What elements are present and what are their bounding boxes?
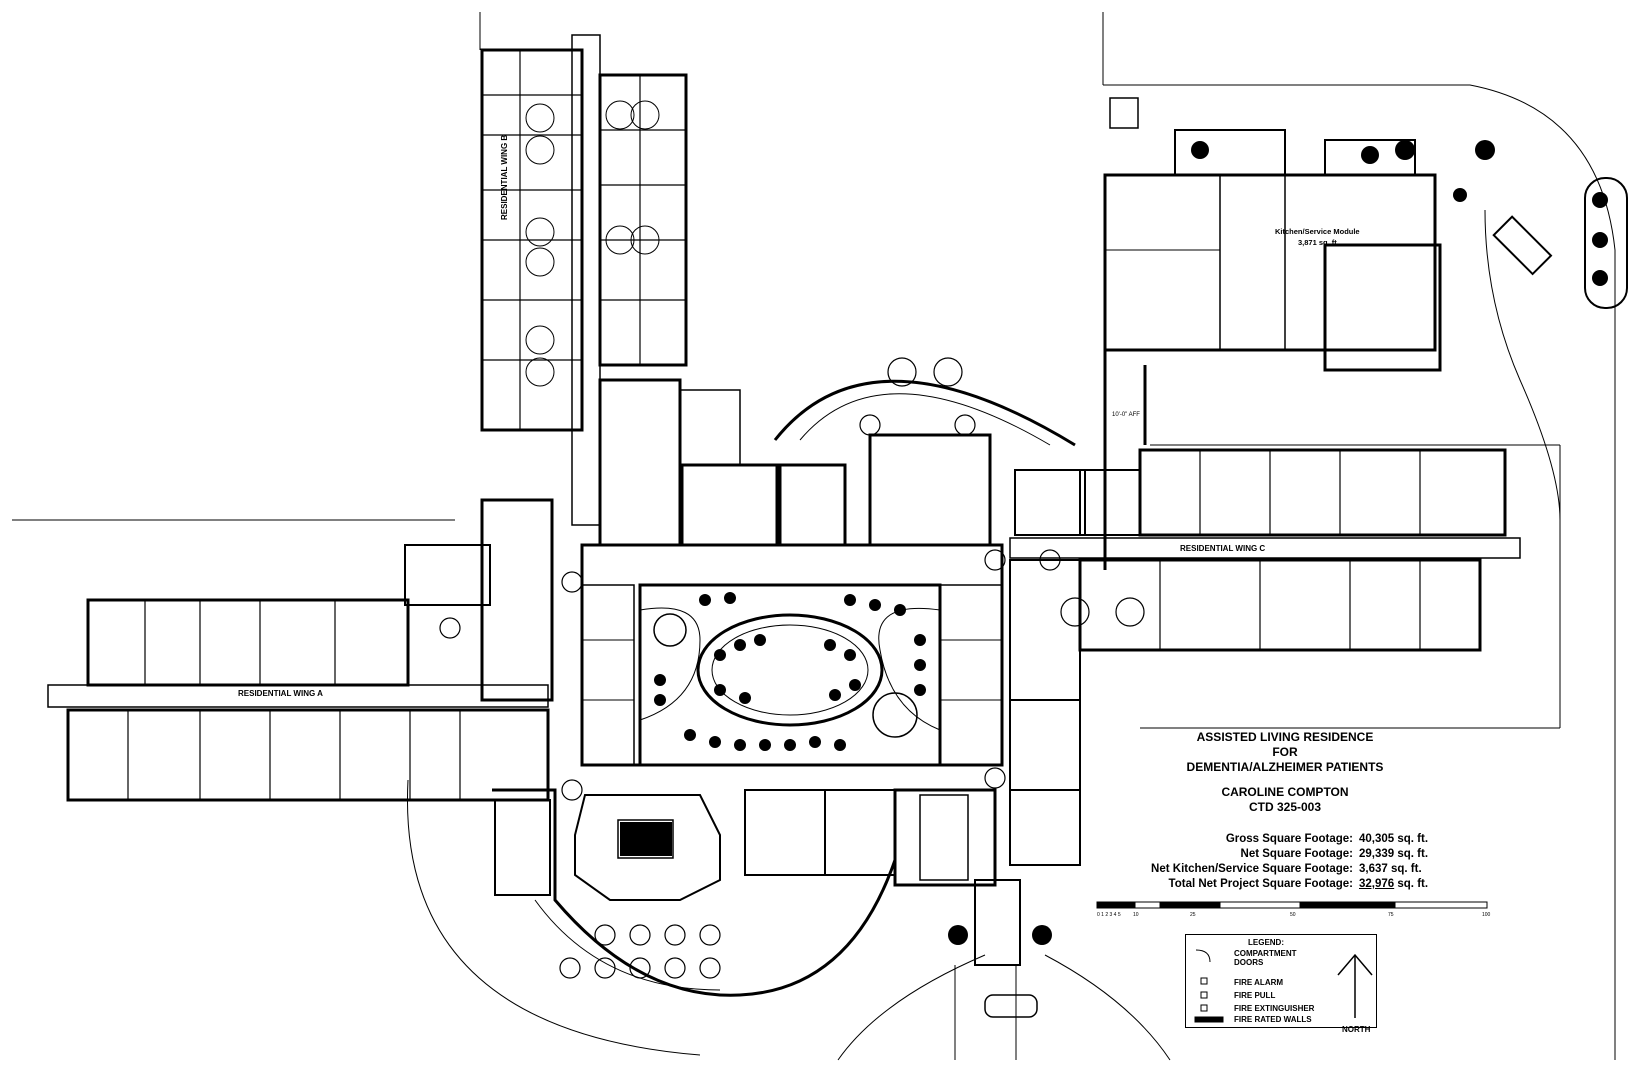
course-code: CTD 325-003 bbox=[1248, 800, 1322, 814]
legend-item-fire-alarm: FIRE ALARM bbox=[1234, 978, 1284, 987]
scale-tick-75: 75 bbox=[1388, 912, 1394, 918]
scale-tick-50: 50 bbox=[1290, 912, 1296, 918]
wing-c-label: RESIDENTIAL WING C bbox=[1180, 544, 1266, 553]
legend-title: LEGEND: bbox=[1248, 938, 1284, 947]
stat-label: Net Square Footage: bbox=[1240, 848, 1353, 860]
scale-tick-25: 25 bbox=[1190, 912, 1196, 918]
stat-row: Gross Square Footage: 40,305 sq. ft. bbox=[1115, 832, 1435, 847]
stat-label: Gross Square Footage: bbox=[1225, 833, 1353, 845]
author-name: CAROLINE COMPTON bbox=[1221, 785, 1349, 799]
legend-item-fire-extinguisher: FIRE EXTINGUISHER bbox=[1234, 1004, 1315, 1013]
wing-b-label: RESIDENTIAL WING B bbox=[500, 134, 509, 220]
title-line-2: FOR bbox=[1272, 745, 1298, 759]
stat-value-unit: sq. ft. bbox=[1397, 878, 1429, 890]
scale-tick-0: 0 1 2 3 4 5 bbox=[1097, 912, 1121, 918]
stat-value: 32,976 sq. ft. bbox=[1359, 877, 1435, 892]
stat-row: Total Net Project Square Footage: 32,976… bbox=[1115, 877, 1435, 892]
stat-label: Total Net Project Square Footage: bbox=[1168, 878, 1353, 890]
legend-item-fire-rated-walls: FIRE RATED WALLS bbox=[1234, 1015, 1312, 1024]
legend: LEGEND: COMPARTMENT DOORS FIRE ALARM FIR… bbox=[1185, 934, 1377, 1028]
legend-item-fire-pull: FIRE PULL bbox=[1234, 991, 1276, 1000]
square-footage-stats: Gross Square Footage: 40,305 sq. ft. Net… bbox=[1115, 832, 1435, 892]
north-arrow-label: NORTH bbox=[1342, 1025, 1371, 1034]
kitchen-module-area: 3,871 sq. ft. bbox=[1298, 238, 1339, 247]
affix-label: 10'-0" AFF bbox=[1112, 412, 1140, 418]
wing-a-label: RESIDENTIAL WING A bbox=[238, 689, 323, 698]
stat-label: Net Kitchen/Service Square Footage: bbox=[1151, 863, 1353, 875]
scale-tick-10: 10 bbox=[1133, 912, 1139, 918]
stat-value-number: 32,976 bbox=[1359, 878, 1395, 890]
stat-row: Net Square Footage: 29,339 sq. ft. bbox=[1115, 847, 1435, 862]
title-block: ASSISTED LIVING RESIDENCE FOR DEMENTIA/A… bbox=[1130, 730, 1440, 815]
stat-value: 40,305 sq. ft. bbox=[1359, 833, 1429, 845]
kitchen-module-label: Kitchen/Service Module bbox=[1275, 227, 1360, 236]
scale-tick-100: 100 bbox=[1482, 912, 1491, 918]
stat-value: 3,637 sq. ft. bbox=[1359, 863, 1422, 875]
stat-row: Net Kitchen/Service Square Footage: 3,63… bbox=[1115, 862, 1435, 877]
title-line-3: DEMENTIA/ALZHEIMER PATIENTS bbox=[1186, 760, 1384, 774]
title-line-1: ASSISTED LIVING RESIDENCE bbox=[1196, 730, 1374, 744]
legend-item-compartment-doors: COMPARTMENT DOORS bbox=[1234, 949, 1297, 967]
stat-value: 29,339 sq. ft. bbox=[1359, 848, 1429, 860]
